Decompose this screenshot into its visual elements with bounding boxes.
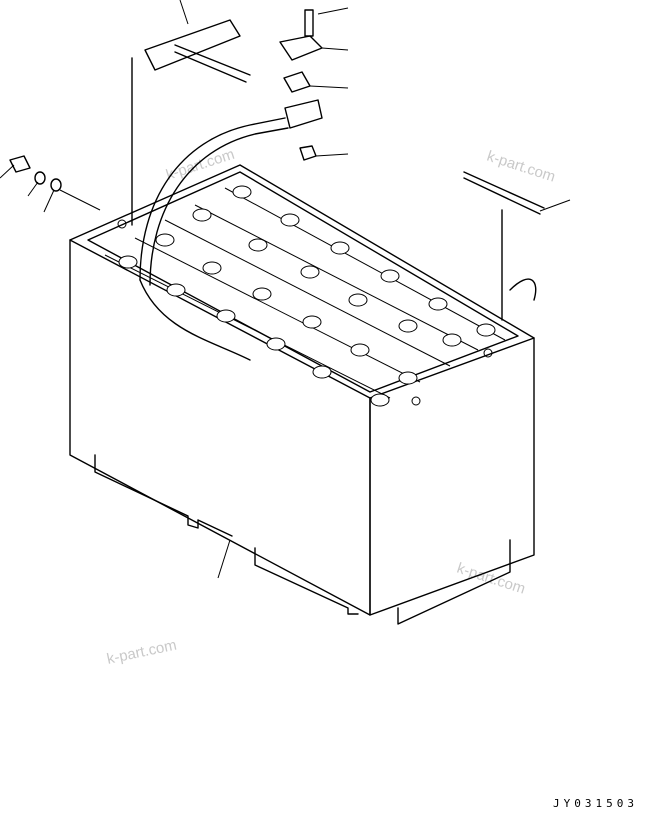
battery-cells <box>104 185 506 407</box>
cable-bracket <box>131 19 251 226</box>
lifting-hole <box>117 219 127 229</box>
washer <box>34 171 46 185</box>
bolt-washers <box>9 155 62 192</box>
lifting-hole <box>483 348 493 358</box>
battery-skid-rails <box>94 454 511 625</box>
lifting-hole <box>411 396 421 406</box>
watermark-2: k-part.com <box>485 148 558 186</box>
battery-box <box>69 164 535 616</box>
bolt <box>9 155 31 173</box>
nut <box>299 145 317 161</box>
leader-lines <box>0 0 571 579</box>
wire-lead <box>501 209 537 321</box>
rod <box>463 171 545 215</box>
battery-cable <box>139 117 289 361</box>
connector-assembly <box>279 9 323 161</box>
screw <box>304 9 314 37</box>
battery-connector <box>284 99 323 129</box>
washer <box>50 178 62 192</box>
drawing-code: JY031503 <box>553 797 638 810</box>
plate <box>283 71 311 93</box>
watermark-4: k-part.com <box>105 637 178 668</box>
clip <box>279 35 323 61</box>
